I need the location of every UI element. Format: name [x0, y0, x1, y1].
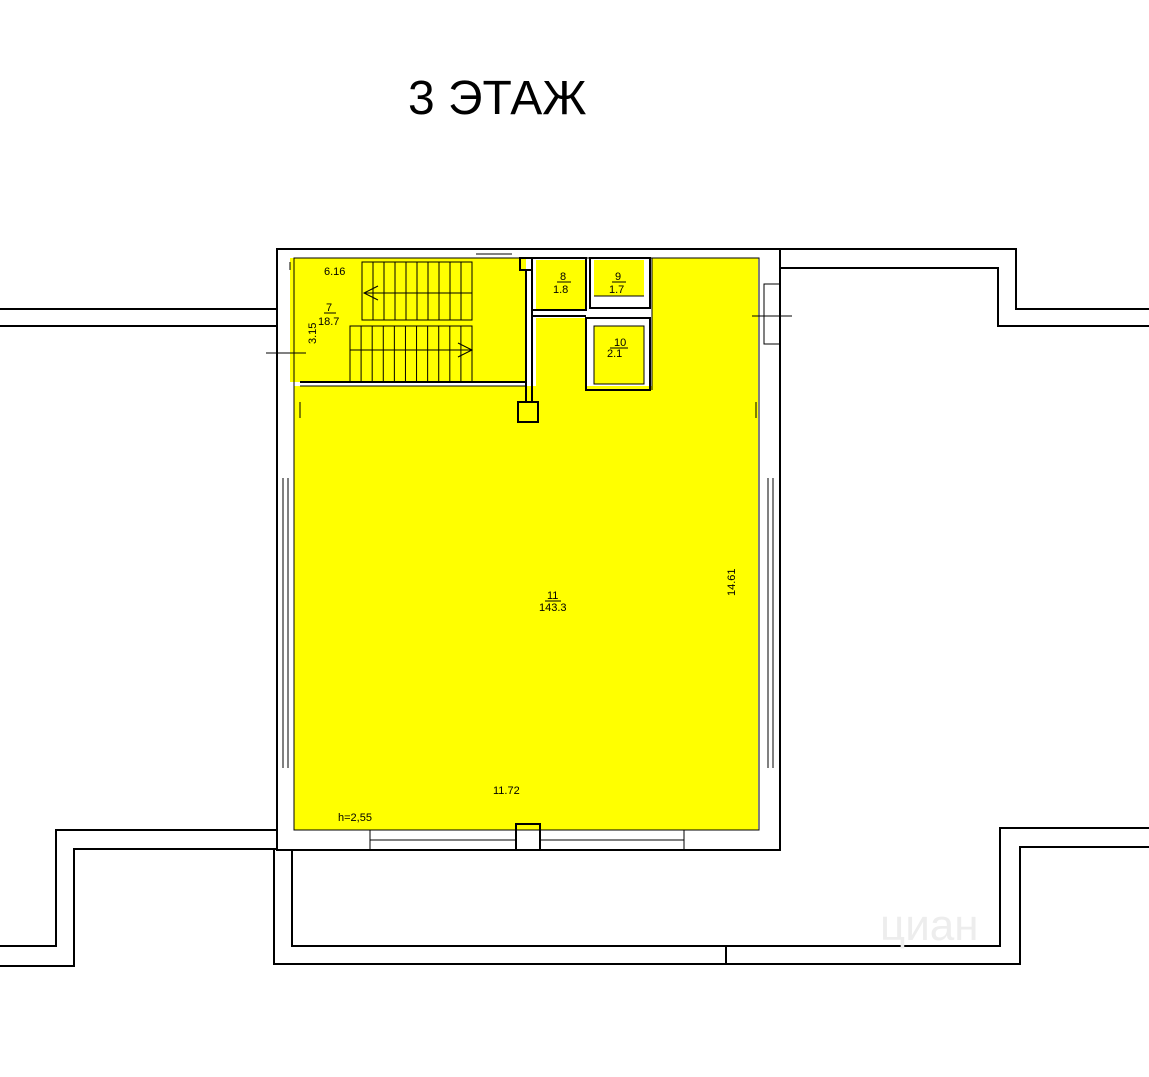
room-9-number: 9	[615, 271, 621, 283]
room-11-number: 11	[547, 590, 558, 602]
right-building-top-outer	[780, 248, 1149, 310]
room-labels: 6.16 7 18.7 3.15 8 1.8 9 1.7 10 2.1 11 1…	[307, 266, 738, 824]
room-8-number: 8	[560, 271, 566, 283]
room-9-area: 1.7	[609, 284, 624, 296]
right-building-lower-inner	[273, 846, 1149, 965]
room-8-walls	[531, 257, 587, 311]
adjacent-buildings	[0, 248, 1149, 967]
hall-height-dim: 14.61	[726, 568, 738, 596]
side-windows	[282, 283, 781, 768]
right-building-lower-outer	[725, 827, 1149, 964]
room-7-area: 18.7	[318, 316, 339, 328]
room-10-area: 2.1	[607, 348, 622, 360]
room-fills	[290, 258, 758, 830]
room-10-fill	[594, 326, 644, 384]
left-building-lower-outer	[0, 829, 276, 947]
room-11-fill	[294, 386, 758, 830]
stair-flight-lower	[349, 325, 473, 383]
room-10-number: 10	[614, 337, 626, 349]
courtyard-wall	[291, 849, 726, 947]
central-column	[517, 401, 539, 423]
room-10-walls	[585, 317, 651, 391]
bottom-glazing	[369, 823, 685, 851]
watermark-logo: циан	[880, 901, 979, 950]
label-underlines	[324, 281, 628, 602]
right-upper-window	[763, 283, 781, 345]
room-7-number: 7	[326, 302, 332, 314]
room-9-fill	[594, 260, 644, 296]
room-9-walls	[589, 257, 651, 309]
stair-depth-dim: 3.15	[307, 323, 319, 344]
room-11-area: 143.3	[539, 602, 567, 614]
room-8-fill	[536, 260, 586, 310]
bottom-column	[515, 823, 541, 851]
room-11-corridor-fill	[536, 318, 586, 388]
right-building-top-inner	[780, 267, 1149, 327]
stair-width-dim: 6.16	[324, 266, 345, 278]
ceiling-height-label: h=2,55	[338, 812, 372, 824]
floor-title: 3 ЭТАЖ	[408, 72, 587, 125]
left-building-lower-inner	[0, 848, 276, 967]
staircase	[349, 261, 474, 383]
room-11-ext-fill	[652, 258, 758, 388]
hall-width-dim: 11.72	[493, 785, 520, 797]
room-10-inner	[593, 325, 645, 385]
room-8-area: 1.8	[553, 284, 568, 296]
